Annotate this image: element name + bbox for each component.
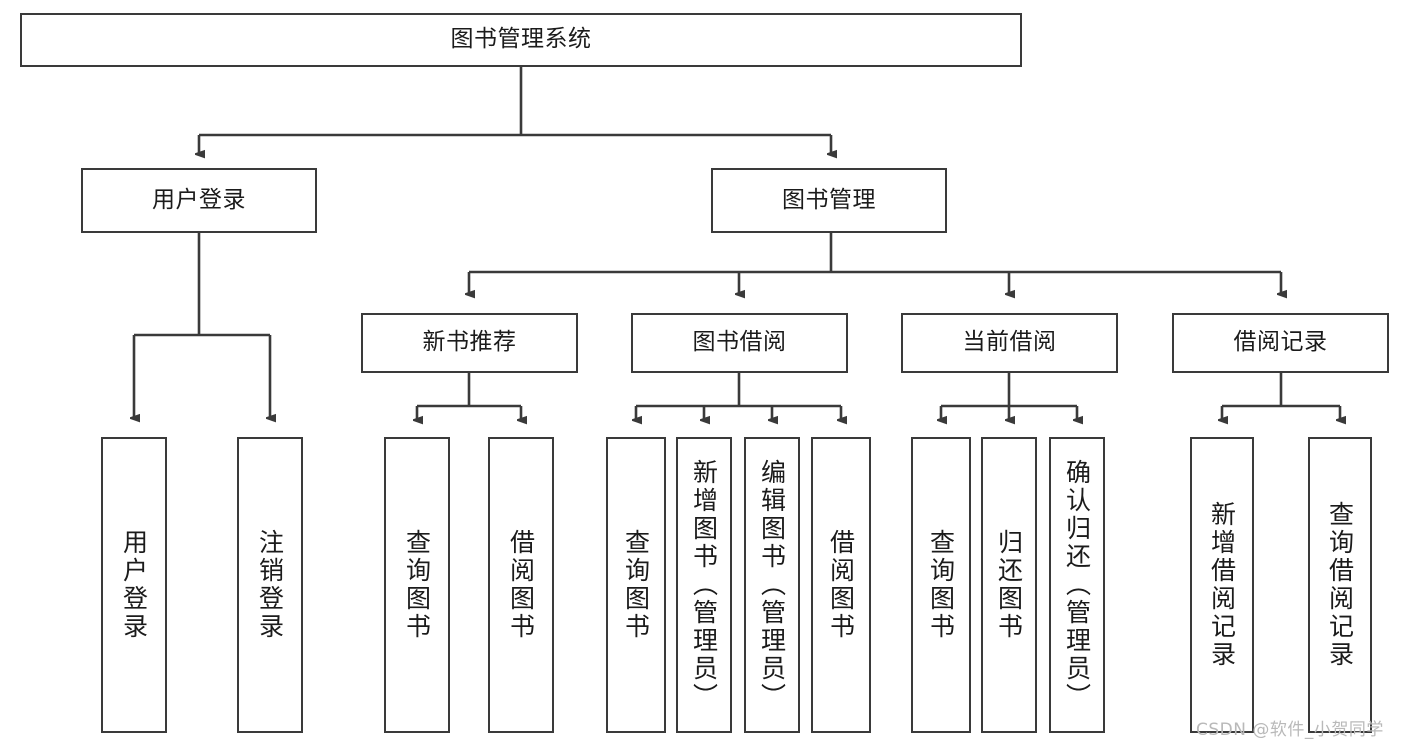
- node-label: 借阅记录: [1233, 329, 1328, 356]
- node-label: 借阅图书: [826, 529, 856, 641]
- node-label: 查询借阅记录: [1325, 501, 1355, 669]
- leaf-return-book[interactable]: 归还图书: [981, 437, 1037, 733]
- node-label: 当前借阅: [962, 329, 1057, 356]
- node-label: 新增借阅记录: [1207, 501, 1237, 669]
- node-label: 确认归还（管理员）: [1062, 459, 1092, 711]
- leaf-borrow-book-recommend[interactable]: 借阅图书: [488, 437, 554, 733]
- node-label: 用户登录: [152, 186, 246, 213]
- leaf-confirm-return-admin[interactable]: 确认归还（管理员）: [1049, 437, 1105, 733]
- node-label: 图书借阅: [692, 329, 787, 356]
- leaf-add-borrow-record[interactable]: 新增借阅记录: [1190, 437, 1254, 733]
- node-label: 查询图书: [926, 529, 956, 641]
- node-label: 查询图书: [402, 529, 432, 641]
- node-label: 归还图书: [994, 529, 1024, 641]
- node-user-login[interactable]: 用户登录: [81, 168, 317, 233]
- node-book-management[interactable]: 图书管理: [711, 168, 947, 233]
- node-label: 用户登录: [119, 529, 149, 641]
- node-current-borrow[interactable]: 当前借阅: [901, 313, 1118, 373]
- leaf-borrow-book[interactable]: 借阅图书: [811, 437, 871, 733]
- leaf-query-book-borrow[interactable]: 查询图书: [606, 437, 666, 733]
- csdn-watermark: CSDN @软件_小贺同学: [1196, 720, 1384, 740]
- leaf-logout[interactable]: 注销登录: [237, 437, 303, 733]
- leaf-edit-book-admin[interactable]: 编辑图书（管理员）: [744, 437, 800, 733]
- node-label: 图书管理: [782, 186, 876, 213]
- node-borrow-records[interactable]: 借阅记录: [1172, 313, 1389, 373]
- leaf-add-book-admin[interactable]: 新增图书（管理员）: [676, 437, 732, 733]
- leaf-user-login[interactable]: 用户登录: [101, 437, 167, 733]
- node-label: 注销登录: [255, 529, 285, 641]
- node-label: 图书管理系统: [450, 26, 592, 53]
- node-label: 查询图书: [621, 529, 651, 641]
- node-label: 新书推荐: [422, 329, 517, 356]
- node-label: 编辑图书（管理员）: [757, 459, 787, 711]
- node-book-borrow[interactable]: 图书借阅: [631, 313, 848, 373]
- leaf-query-book-recommend[interactable]: 查询图书: [384, 437, 450, 733]
- node-label: 新增图书（管理员）: [689, 459, 719, 711]
- node-root-system[interactable]: 图书管理系统: [20, 13, 1022, 67]
- node-new-book-recommend[interactable]: 新书推荐: [361, 313, 578, 373]
- node-label: 借阅图书: [506, 529, 536, 641]
- leaf-query-borrow-record[interactable]: 查询借阅记录: [1308, 437, 1372, 733]
- leaf-query-book-current[interactable]: 查询图书: [911, 437, 971, 733]
